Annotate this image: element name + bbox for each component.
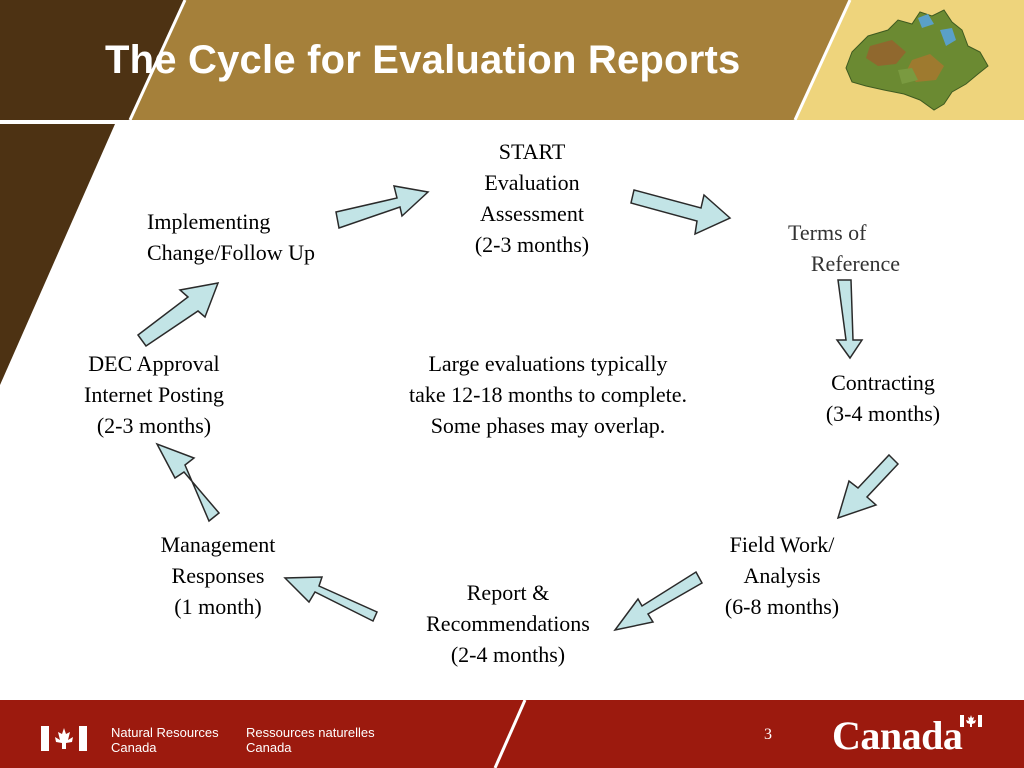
arrow-contracting-to-fieldwork (836, 453, 900, 520)
node-start-line-4: (2-3 months) (474, 232, 590, 257)
canada-wordmark: Canada (832, 713, 963, 758)
page-number: 3 (764, 726, 772, 743)
footer-dept-en-line-1: Natural Resources (111, 725, 219, 740)
node-report-line-1: Report & (466, 580, 550, 605)
canada-map-icon (845, 9, 989, 111)
node-dec-line-3: (2-3 months) (96, 413, 212, 438)
canada-flag-icon (41, 726, 87, 751)
node-terms-of-reference: Terms of Reference (788, 217, 900, 279)
node-dec-line-2: Internet Posting (84, 382, 224, 407)
header-underline (0, 120, 1024, 124)
node-report-line-3: (2-4 months) (450, 642, 566, 667)
arrow-dec-to-implementing (136, 282, 220, 348)
node-terms-line-1: Terms of (788, 220, 867, 245)
node-dec-approval: DEC Approval Internet Posting (2-3 month… (66, 348, 242, 441)
node-implementing-line-2: Change/Follow Up (147, 240, 316, 265)
arrow-terms-to-contracting (835, 279, 864, 360)
node-fieldwork-line-3: (6-8 months) (724, 594, 840, 619)
node-contracting-line-1: Contracting (831, 370, 935, 395)
center-note-line-3: Some phases may overlap. (430, 413, 666, 438)
node-fieldwork-line-1: Field Work/ (729, 532, 835, 557)
arrow-fieldwork-to-report (613, 570, 704, 632)
footer-band (0, 700, 1024, 768)
node-implementing-change: Implementing Change/Follow Up (147, 206, 347, 268)
node-implementing-line-1: Implementing (147, 209, 271, 234)
cycle-arrows (136, 185, 900, 632)
node-start-line-1: START (498, 139, 566, 164)
center-note: Large evaluations typically take 12-18 m… (378, 348, 718, 441)
footer-dept-en-line-2: Canada (111, 740, 157, 755)
arrow-start-to-terms (630, 189, 732, 236)
node-management-line-1: Management (160, 532, 276, 557)
footer-dept-fr-line-2: Canada (246, 740, 292, 755)
footer-dept-english: Natural Resources Canada (111, 725, 219, 755)
node-report-line-2: Recommendations (426, 611, 590, 636)
arrow-management-to-dec (155, 442, 221, 523)
footer-dept-fr-line-1: Ressources naturelles (246, 725, 375, 740)
footer-dept-french: Ressources naturelles Canada (246, 725, 375, 755)
header-divider-right (793, 0, 852, 121)
footer-divider (493, 699, 527, 768)
wordmark-flag-icon (960, 715, 982, 727)
node-management-line-2: Responses (171, 563, 265, 588)
node-contracting-line-2: (3-4 months) (825, 401, 941, 426)
node-dec-line-1: DEC Approval (88, 351, 220, 376)
node-start-line-2: Evaluation (484, 170, 580, 195)
header-divider-left (128, 0, 187, 121)
node-contracting: Contracting (3-4 months) (810, 367, 956, 429)
side-dark-wedge (0, 124, 115, 385)
node-fieldwork-line-2: Analysis (743, 563, 821, 588)
node-report-recommendations: Report & Recommendations (2-4 months) (408, 577, 608, 670)
node-terms-line-2: Reference (810, 251, 900, 276)
node-management-line-3: (1 month) (174, 594, 262, 619)
node-management-responses: Management Responses (1 month) (140, 529, 296, 622)
center-note-line-1: Large evaluations typically (428, 351, 668, 376)
arrow-implementing-to-start (335, 185, 430, 229)
node-start-line-3: Assessment (480, 201, 584, 226)
node-field-work: Field Work/ Analysis (6-8 months) (706, 529, 858, 622)
center-note-line-2: take 12-18 months to complete. (409, 382, 687, 407)
node-start-evaluation: START Evaluation Assessment (2-3 months) (456, 136, 608, 260)
arrow-report-to-management (283, 576, 378, 623)
header-dark-wedge (0, 0, 185, 120)
slide-title: The Cycle for Evaluation Reports (105, 38, 741, 82)
